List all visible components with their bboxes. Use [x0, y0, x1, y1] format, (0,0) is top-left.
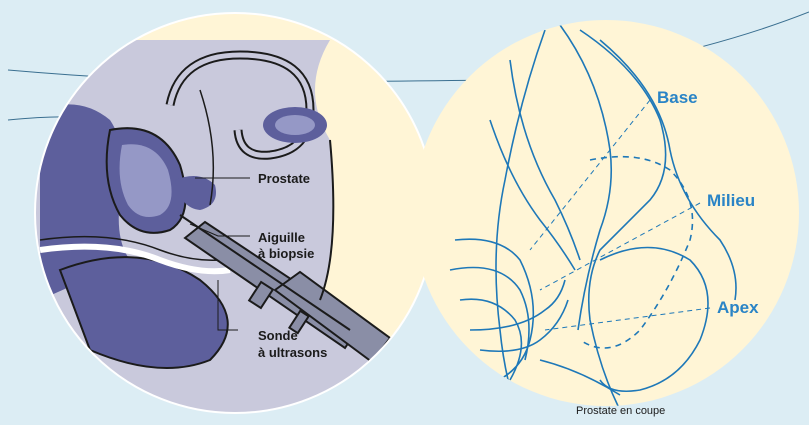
label-base: Base [657, 88, 698, 107]
rectal-pouch-inner [275, 115, 315, 135]
label-needle-line1: Aiguille [258, 230, 305, 245]
caption-prostate-en-coupe: Prostate en coupe [576, 405, 665, 417]
label-probe-line2: à ultrasons [258, 345, 327, 360]
label-apex: Apex [717, 298, 759, 317]
label-milieu: Milieu [707, 191, 755, 210]
label-probe-line1: Sonde [258, 328, 298, 343]
label-needle-line2: à biopsie [258, 246, 314, 261]
label-prostate: Prostate [258, 171, 310, 186]
